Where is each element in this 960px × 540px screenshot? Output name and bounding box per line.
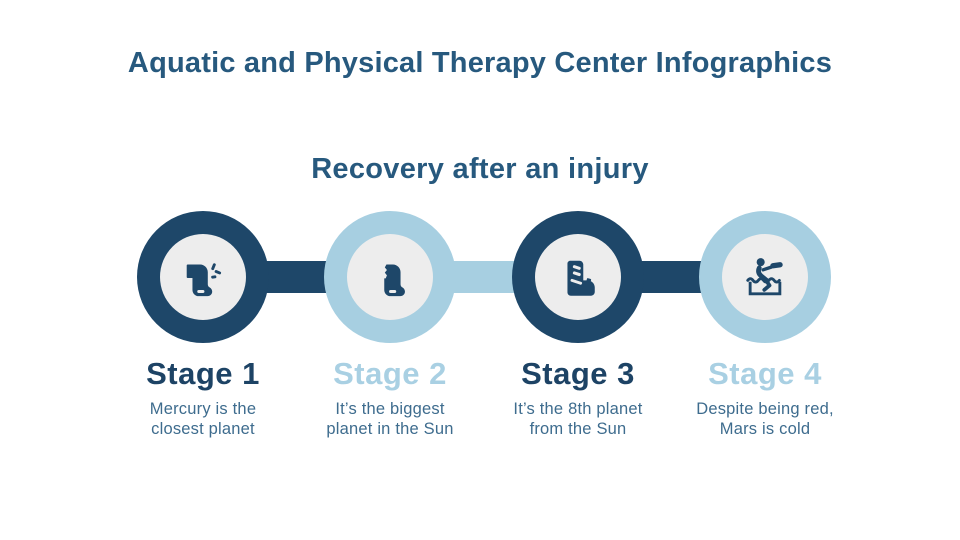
stage-inner-circle (722, 234, 808, 320)
section-subtitle: Recovery after an injury (311, 153, 649, 185)
stage-item: Stage 2 It’s the biggest planet in the S… (290, 211, 490, 439)
stage-label: Stage 2 (333, 356, 447, 391)
stage-ring (512, 211, 644, 343)
stage-description: It’s the 8th planet from the Sun (513, 400, 643, 438)
stage-label: Stage 4 (708, 356, 822, 391)
orthopedic-boot-icon (567, 260, 595, 296)
stage-item: Stage 1 Mercury is the closest planet (103, 211, 303, 439)
stage-ring (137, 211, 269, 343)
stage-label: Stage 1 (146, 356, 260, 391)
stage-description: It’s the biggest planet in the Sun (326, 400, 454, 438)
stage-ring (699, 211, 831, 343)
hydrotherapy-tub-icon (746, 258, 783, 296)
stage-item: Stage 4 Despite being red, Mars is cold (665, 211, 865, 439)
stage-description: Mercury is the closest planet (149, 400, 257, 438)
stage-ring (324, 211, 456, 343)
stage-inner-circle (347, 234, 433, 320)
stage-inner-circle (160, 234, 246, 320)
stage-description: Despite being red, Mars is cold (696, 400, 834, 438)
slide-title: Aquatic and Physical Therapy Center Info… (127, 47, 833, 79)
leg-cast-icon (375, 264, 405, 297)
injured-leg-icon (186, 263, 222, 297)
stage-label: Stage 3 (521, 356, 635, 391)
stage-item: Stage 3 It’s the 8th planet from the Sun (478, 211, 678, 439)
stage-inner-circle (535, 234, 621, 320)
